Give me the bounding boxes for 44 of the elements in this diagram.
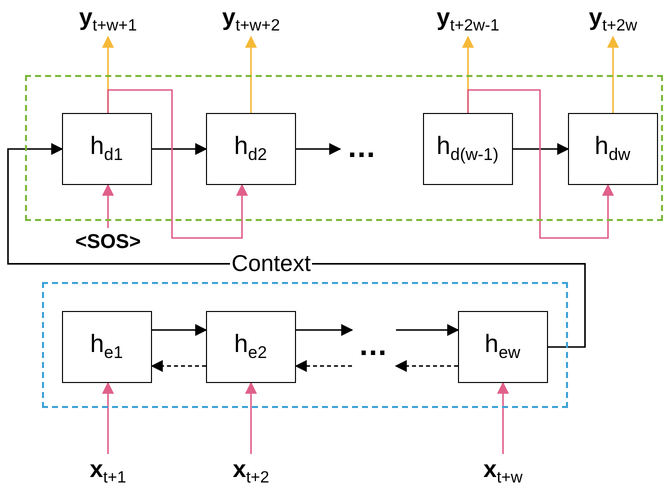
state-box [568,112,658,184]
state-label: h$_{e2}$ [234,330,267,363]
variable-label: y$_{t+2w-1}$ [403,3,533,37]
variable-label: y$_{t+w+2}$ [201,3,301,37]
arrow [497,382,509,454]
variable-label: x$_{t+2}$ [216,454,286,490]
state-box [422,112,512,184]
state-box [62,112,152,184]
state-label: h$_{d1}$ [90,132,123,165]
dashed-group-box [25,75,663,221]
dashed-group-box [42,282,568,408]
arrow [150,360,206,372]
arrow [102,382,114,454]
arrow [296,324,354,336]
state-label: h$_{e1}$ [90,330,123,363]
arrow [102,184,114,228]
variable-label: x$_{t+1}$ [73,454,143,490]
arrow [245,36,257,113]
state-label: h$_{d2}$ [234,132,267,165]
arrow [107,89,248,239]
arrow [245,382,257,454]
state-label: h$_{dw}$ [594,132,630,165]
state-box [458,310,548,382]
state-box [62,310,152,382]
variable-label: y$_{t+2w}$ [563,3,663,37]
state-label: h$_{ew}$ [484,330,520,363]
state-label: h$_{d(w-1)}$ [436,132,499,165]
arrow [513,143,570,155]
arrow [152,143,208,155]
arrow [467,89,614,239]
arrow [152,324,208,336]
variable-label: x$_{t+w}$ [463,454,543,490]
start-token-label: <SOS> [66,228,150,256]
arrow [607,36,619,113]
ellipsis-text: ... [352,326,396,366]
arrow [294,360,352,372]
variable-label: y$_{t+w+1}$ [58,3,158,37]
arrow [396,324,460,336]
arrow [394,360,458,372]
arrow [296,143,342,155]
ellipsis-text: ... [340,128,384,168]
arrow [7,143,586,348]
state-box [206,310,296,382]
state-box [206,112,296,184]
